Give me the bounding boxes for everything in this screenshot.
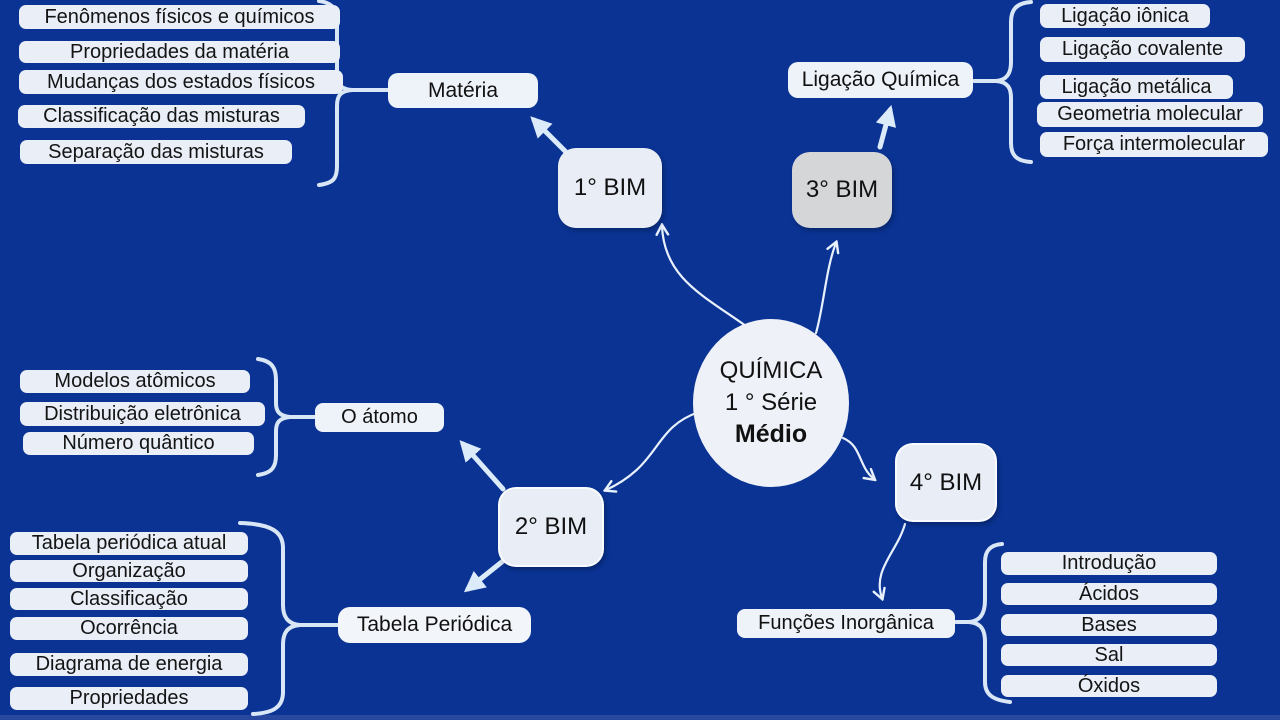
topic-ligacao-quimica: Ligação Química bbox=[788, 62, 973, 98]
subtopic-acidos: Ácidos bbox=[1001, 583, 1217, 605]
subtopic-numero-quantico: Número quântico bbox=[23, 432, 254, 455]
subtopic-oxidos: Óxidos bbox=[1001, 675, 1217, 697]
subtopic-propriedades: Propriedades bbox=[10, 687, 248, 710]
arrow-bim4-to-funcoes bbox=[880, 522, 907, 598]
subtopic-classificacao-misturas: Classificação das misturas bbox=[18, 105, 305, 128]
brace-ligacao-quimica bbox=[995, 0, 1033, 164]
subtopic-ligacao-metalica: Ligação metálica bbox=[1040, 75, 1233, 99]
subtopic-distribuicao-eletronica: Distribuição eletrônica bbox=[20, 402, 265, 426]
arrow-bim1-to-materia bbox=[530, 116, 569, 155]
arrow-center-to-bim3 bbox=[814, 243, 836, 335]
node-bim3: 3° BIM bbox=[792, 152, 892, 228]
arrow-bim3-to-ligacao bbox=[875, 104, 897, 150]
topic-funcoes-inorganica: Funções Inorgânica bbox=[737, 609, 955, 638]
arrow-center-to-bim2 bbox=[606, 410, 701, 490]
subtopic-introducao: Introdução bbox=[1001, 552, 1217, 575]
arrow-center-to-bim4 bbox=[841, 436, 874, 479]
subtopic-ocorrencia: Ocorrência bbox=[10, 617, 248, 640]
subtopic-tabela-periodica-atual: Tabela periódica atual bbox=[10, 532, 248, 555]
subtopic-diagrama-energia: Diagrama de energia bbox=[10, 653, 248, 676]
arrow-bim2-to-tabela bbox=[463, 558, 506, 593]
topic-materia: Matéria bbox=[388, 73, 538, 108]
central-node: QUÍMICA 1 ° Série Médio bbox=[693, 319, 849, 487]
subtopic-modelos-atomicos: Modelos atômicos bbox=[20, 370, 250, 393]
arrow-bim2-to-atomo bbox=[459, 440, 506, 492]
subtopic-fenomenos-fisicos-quimicos: Fenômenos físicos e químicos bbox=[19, 5, 340, 29]
central-node-line2: 1 ° Série bbox=[724, 388, 818, 416]
subtopic-forca-intermolecular: Força intermolecular bbox=[1040, 132, 1268, 157]
subtopic-propriedades-materia: Propriedades da matéria bbox=[19, 41, 340, 63]
topic-o-atomo: O átomo bbox=[315, 403, 444, 432]
subtopic-sal: Sal bbox=[1001, 644, 1217, 666]
subtopic-separacao-misturas: Separação das misturas bbox=[20, 140, 292, 164]
subtopic-geometria-molecular: Geometria molecular bbox=[1037, 102, 1263, 127]
brace-tabela-periodica bbox=[238, 521, 301, 716]
subtopic-ligacao-covalente: Ligação covalente bbox=[1040, 37, 1245, 62]
subtopic-classificacao: Classificação bbox=[10, 588, 248, 610]
node-bim2: 2° BIM bbox=[498, 487, 604, 567]
arrow-center-to-bim1 bbox=[662, 226, 748, 328]
subtopic-organizacao: Organização bbox=[10, 560, 248, 582]
subtopic-ligacao-ionica: Ligação iônica bbox=[1040, 4, 1210, 28]
central-node-line3: Médio bbox=[734, 420, 808, 449]
node-bim1: 1° BIM bbox=[558, 148, 662, 228]
topic-tabela-periodica: Tabela Periódica bbox=[338, 607, 531, 643]
subtopic-mudancas-estados: Mudanças dos estados físicos bbox=[19, 70, 343, 94]
subtopic-bases: Bases bbox=[1001, 614, 1217, 636]
node-bim4: 4° BIM bbox=[895, 443, 997, 522]
central-node-line1: QUÍMICA bbox=[719, 356, 823, 384]
bottom-edge-strip bbox=[0, 715, 1280, 720]
